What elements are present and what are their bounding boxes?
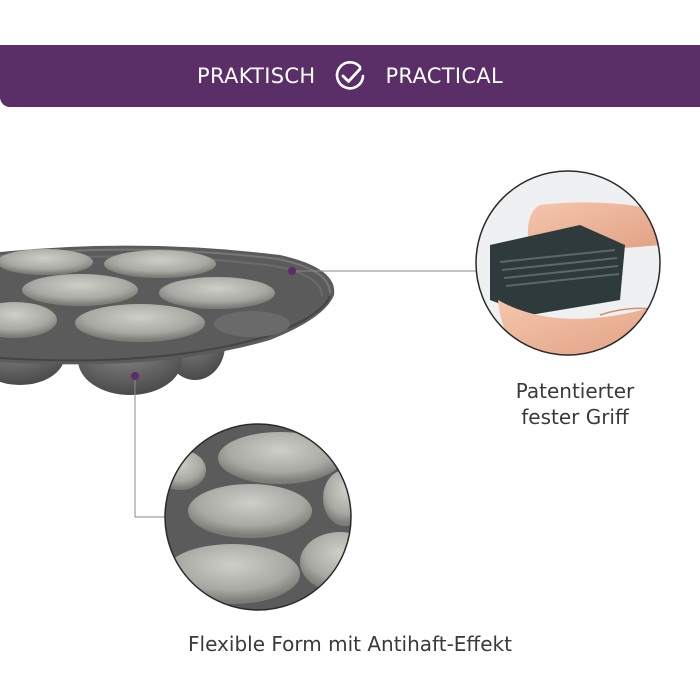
handle-caption: Patentierter fester Griff bbox=[490, 378, 660, 430]
handle-caption-line2: fester Griff bbox=[521, 405, 629, 429]
silicone-mold bbox=[0, 245, 335, 395]
check-circle-icon bbox=[336, 61, 365, 90]
mold-caption: Flexible Form mit Antihaft-Effekt bbox=[188, 632, 512, 656]
callout-connectors bbox=[131, 267, 476, 518]
mold-detail-circle bbox=[164, 423, 352, 611]
banner-label-english: PRACTICAL bbox=[385, 64, 503, 88]
handle-caption-line1: Patentierter bbox=[515, 379, 635, 403]
banner-label-german: PRAKTISCH bbox=[197, 64, 316, 88]
handle-detail-circle bbox=[475, 170, 661, 356]
header-banner: PRAKTISCH PRACTICAL bbox=[0, 45, 700, 107]
